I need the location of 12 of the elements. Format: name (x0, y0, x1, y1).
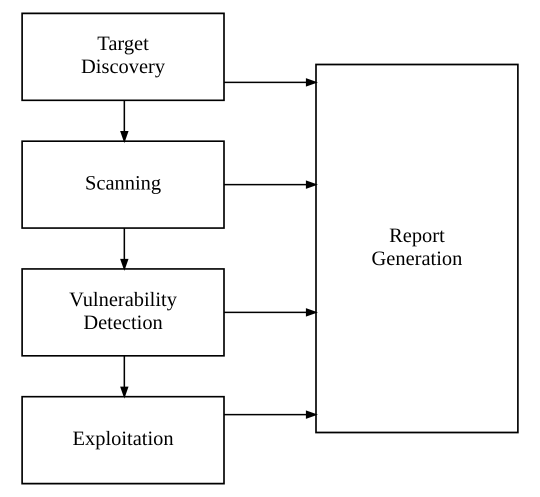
arrow (120, 228, 129, 271)
arrow (224, 410, 318, 419)
node-box: Vulnerability Detection (21, 268, 225, 357)
node-box: Report Generation (315, 64, 519, 434)
node-box: Target Discovery (21, 12, 225, 102)
node-box: Scanning (21, 140, 225, 229)
arrow (120, 356, 129, 399)
arrow (224, 180, 318, 189)
node-box: Exploitation (21, 396, 225, 484)
arrow (120, 100, 129, 144)
arrow (224, 78, 318, 87)
arrow (224, 308, 318, 317)
